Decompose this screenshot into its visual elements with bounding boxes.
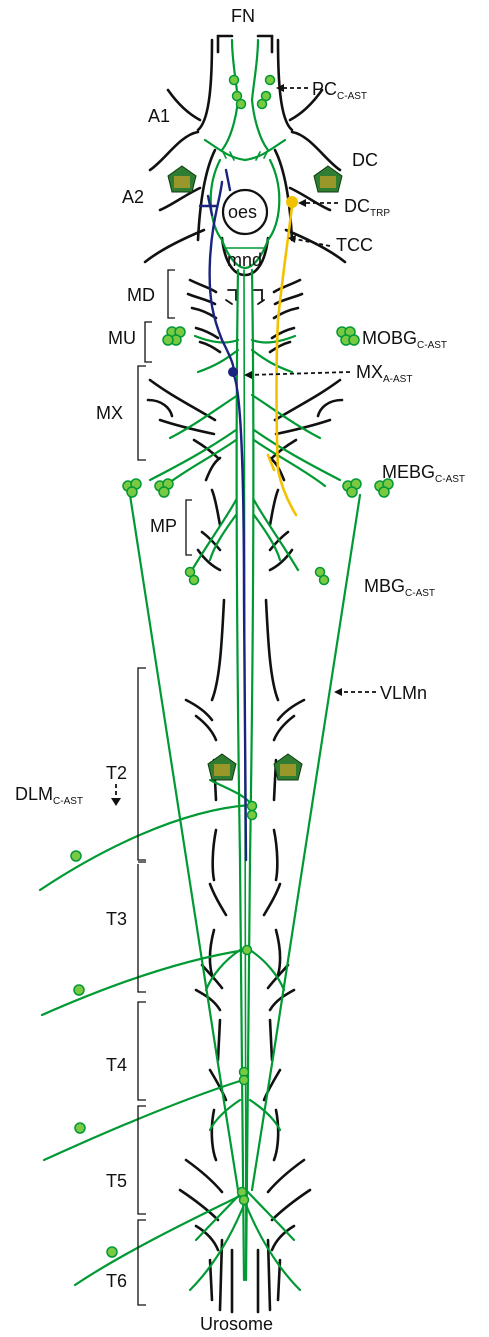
label-mbg: MBGC-AST — [364, 576, 435, 599]
label-a2: A2 — [122, 187, 144, 207]
label-mp: MP — [150, 516, 177, 536]
label-t3: T3 — [106, 909, 127, 929]
pc-cluster-left — [230, 76, 246, 109]
mebg-cluster-left-1 — [123, 479, 141, 497]
dlm-cell-1 — [71, 851, 81, 861]
dlm-cell-4 — [107, 1247, 117, 1257]
label-t4: T4 — [106, 1055, 127, 1075]
label-mebg: MEBGC-AST — [382, 462, 465, 485]
mobg-cluster-right — [337, 327, 359, 345]
label-urosome: Urosome — [200, 1314, 273, 1334]
mebg-cluster-right-1 — [343, 479, 361, 497]
label-mobg: MOBGC-AST — [362, 328, 447, 351]
label-mx-aast: MXA-AST — [356, 362, 412, 385]
label-t2: T2 — [106, 763, 127, 783]
yellow-neuron-dc-trp — [268, 196, 298, 515]
label-md: MD — [127, 285, 155, 305]
label-tcc: TCC — [336, 235, 373, 255]
dlm-cell-2 — [74, 985, 84, 995]
mobg-cluster-left — [163, 327, 185, 345]
label-dc: DC — [352, 150, 378, 170]
label-mu: MU — [108, 328, 136, 348]
label-mnd: mnd — [227, 250, 262, 270]
label-t6: T6 — [106, 1271, 127, 1291]
mebg-cluster-left-2 — [155, 479, 173, 497]
segment-brackets — [138, 270, 192, 1305]
label-vlmn: VLMn — [380, 683, 427, 703]
label-pc: PCC-AST — [312, 79, 367, 102]
label-dlm: DLMC-AST — [15, 784, 83, 807]
label-dc-trp: DCTRP — [344, 196, 390, 219]
dlm-cell-3 — [75, 1123, 85, 1133]
label-oes: oes — [228, 202, 257, 222]
mbg-cluster-left — [186, 568, 199, 585]
label-a1: A1 — [148, 106, 170, 126]
mbg-cluster-right — [316, 568, 329, 585]
label-mx: MX — [96, 403, 123, 423]
label-t5: T5 — [106, 1171, 127, 1191]
text-labels: FN PCC-AST A1 DC A2 DCTRP oes TCC mnd MD… — [15, 6, 465, 1334]
label-fn: FN — [231, 6, 255, 26]
pc-cluster-right — [258, 76, 275, 109]
